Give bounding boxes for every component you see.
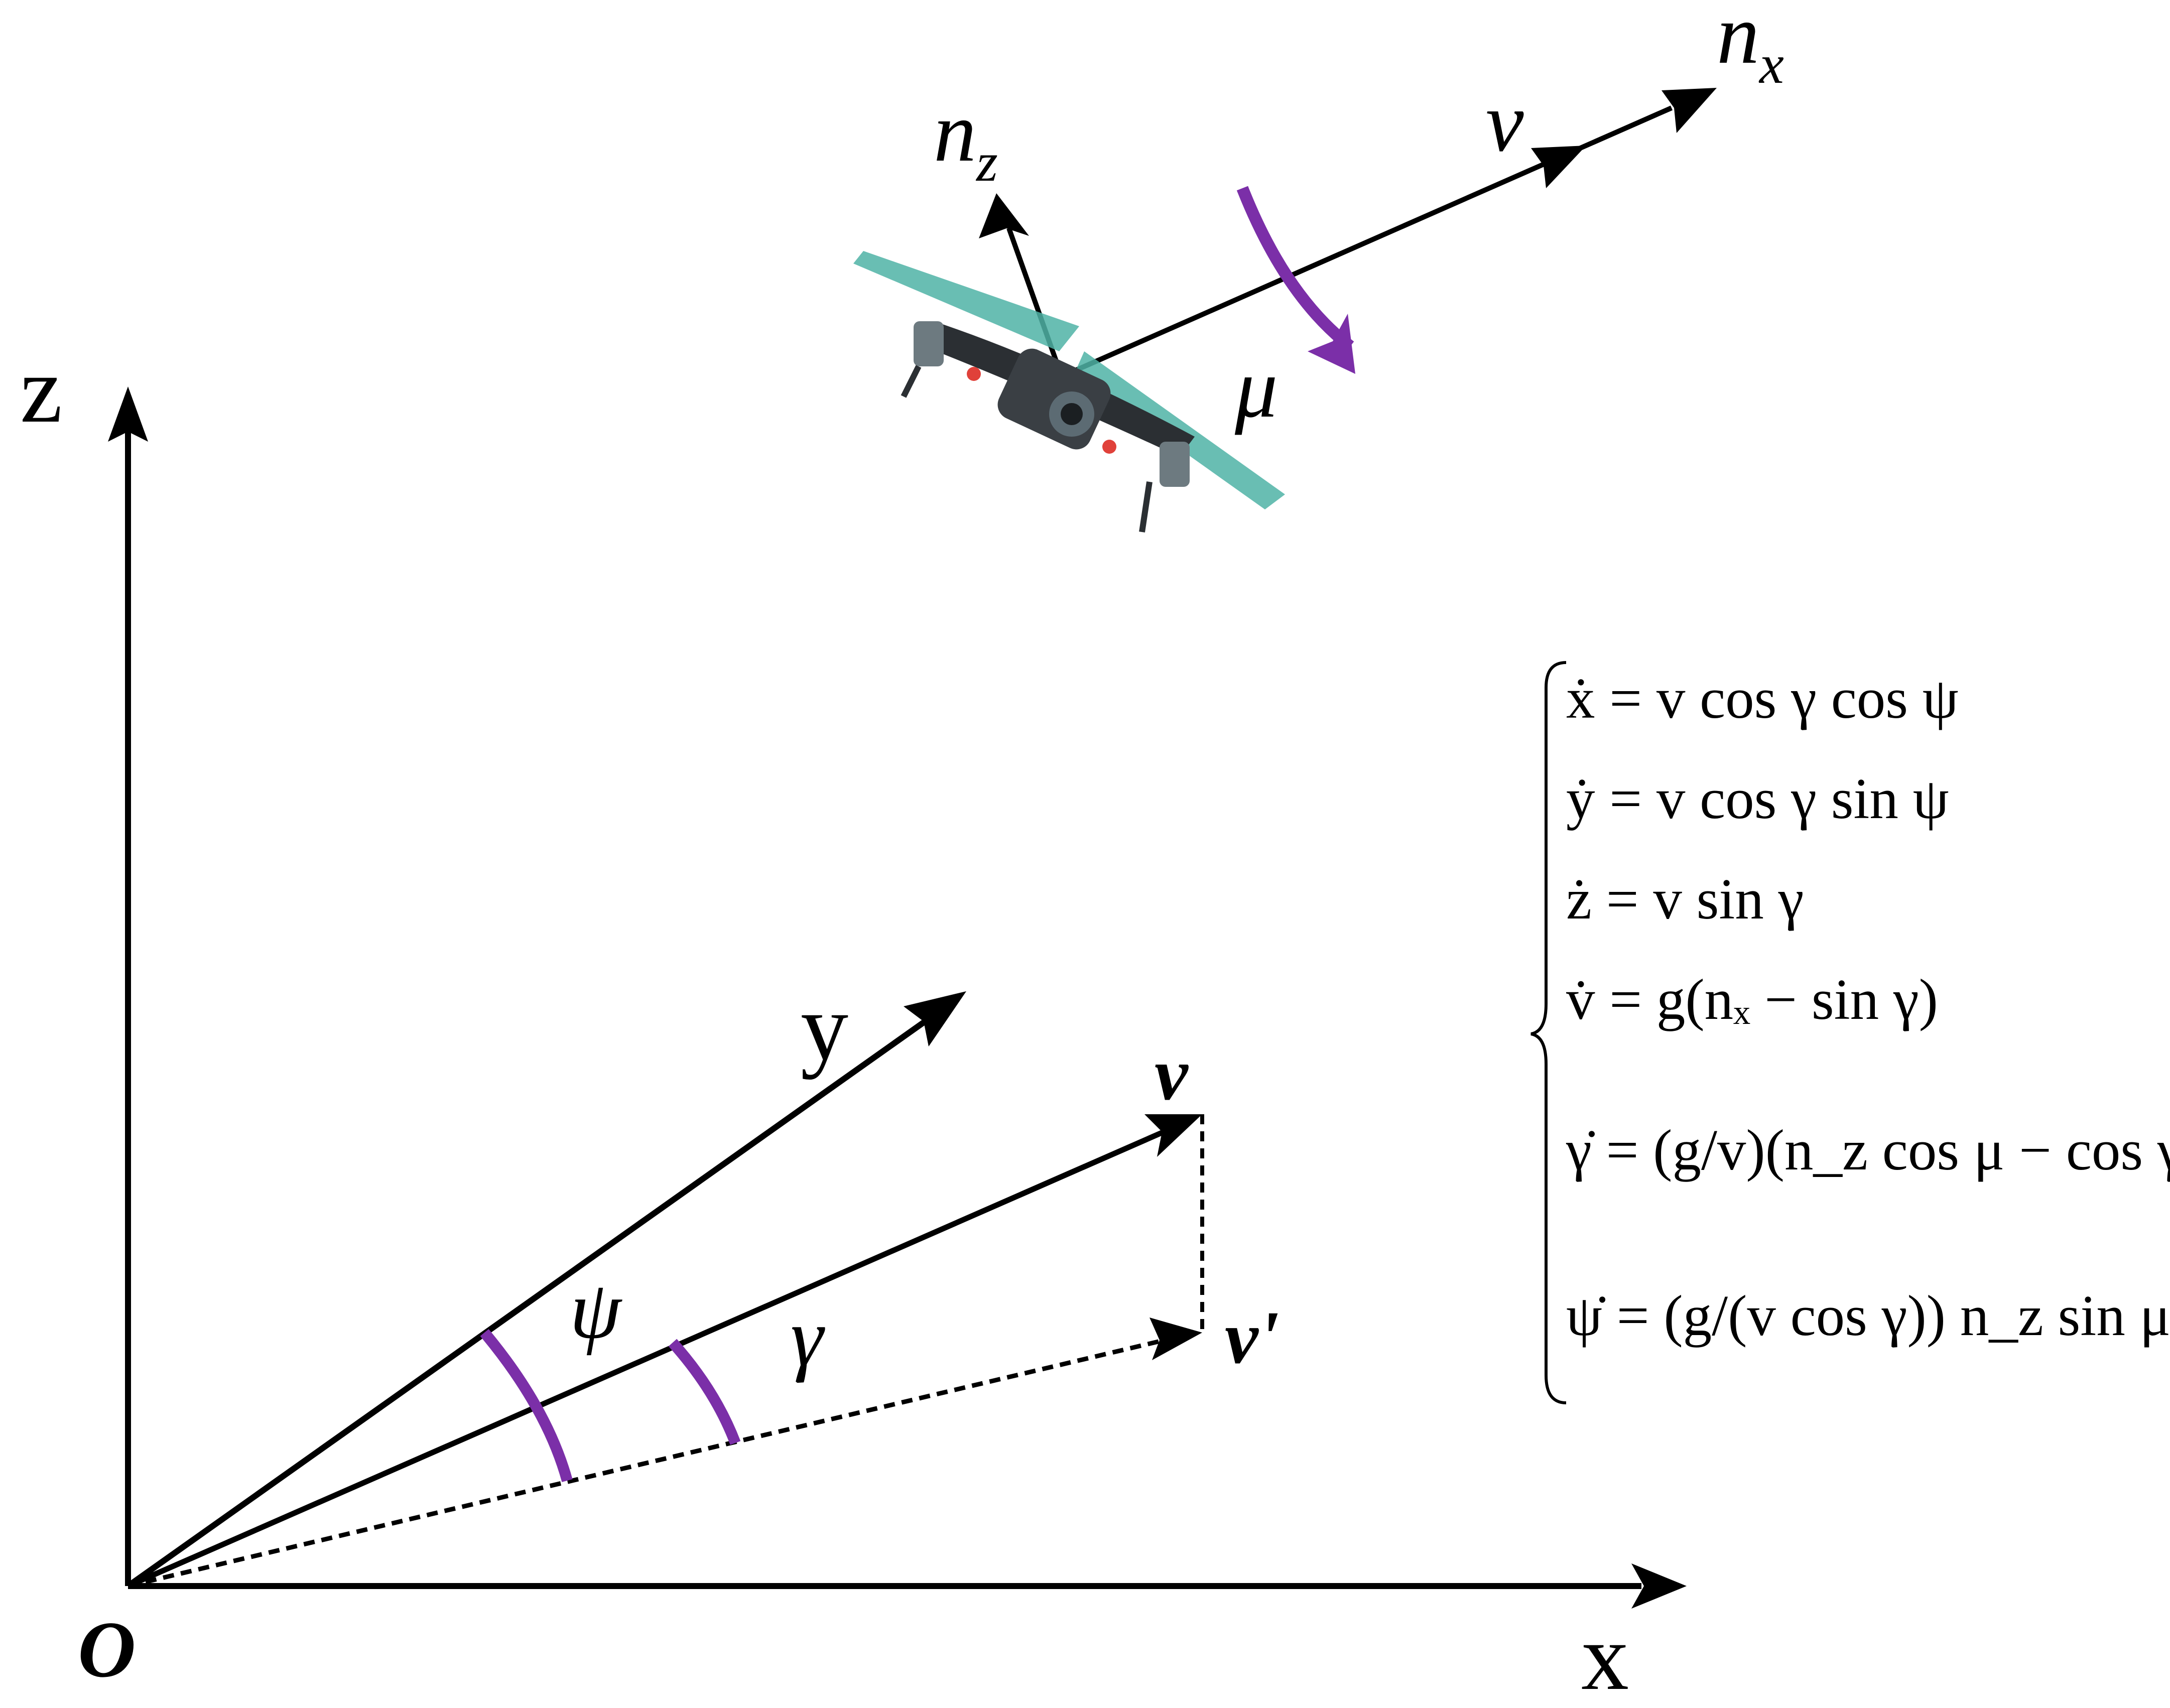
gamma-arc: [668, 1339, 741, 1445]
equation-6: ψ̇ = (g/(v cos γ)) n_z sin μ: [1566, 1284, 2170, 1348]
equation-3: ż = v sin γ: [1566, 867, 1804, 931]
equation-5: γ̇ = (g/v)(n_z cos μ − cos γ): [1566, 1118, 2170, 1182]
y-axis-label: y: [801, 975, 848, 1080]
axes: [108, 386, 1687, 1609]
drone-frame: [853, 88, 1717, 533]
y-axis-arrowhead: [904, 991, 966, 1046]
psi-label: ψ: [570, 1264, 622, 1356]
z-axis-arrowhead: [108, 386, 148, 442]
v-prime-vector: [127, 1338, 1166, 1589]
x-axis-arrowhead: [1631, 1563, 1687, 1609]
mu-label: μ: [1234, 341, 1278, 435]
v-prime-vector-label: v': [1225, 1296, 1279, 1379]
v-vector-arrowhead: [1144, 1114, 1202, 1157]
equation-2: ẏ = v cos γ sin ψ: [1566, 767, 1949, 831]
nz-axis-arrowhead: [979, 193, 1029, 238]
mu-arc-arrowhead: [1308, 314, 1355, 374]
velocity-vectors: [126, 1114, 1204, 1589]
v-vector-label: v: [1155, 1032, 1189, 1116]
v-prime-vector-arrowhead: [1150, 1318, 1202, 1360]
psi-arc: [480, 1329, 573, 1482]
angle-arcs: [480, 1329, 741, 1482]
x-axis-label: x: [1581, 1605, 1629, 1708]
origin-label: O: [78, 1605, 136, 1694]
nx-label: nx: [1717, 0, 1784, 95]
drone-v-label: v: [1486, 75, 1524, 169]
z-axis-label: z: [20, 337, 62, 443]
gamma-label: γ: [791, 1291, 825, 1383]
nz-label: nz: [934, 85, 998, 193]
v-direction-arrowhead: [1531, 146, 1586, 188]
mu-arc: [1236, 186, 1354, 351]
drone-icon: [853, 251, 1285, 533]
y-axis: [126, 1016, 931, 1589]
nx-axis-arrowhead: [1662, 88, 1717, 133]
v-vector: [126, 1126, 1171, 1589]
nz-axis: [1006, 227, 1064, 377]
equation-1: ẋ = v cos γ cos ψ: [1566, 667, 1959, 730]
equation-4: v̇ = g(nₓ − sin γ): [1566, 968, 1938, 1031]
equation-system: ẋ = v cos γ cos ψ ẏ = v cos γ sin ψ ż = …: [1530, 661, 2170, 1404]
left-brace: [1530, 661, 1567, 1404]
